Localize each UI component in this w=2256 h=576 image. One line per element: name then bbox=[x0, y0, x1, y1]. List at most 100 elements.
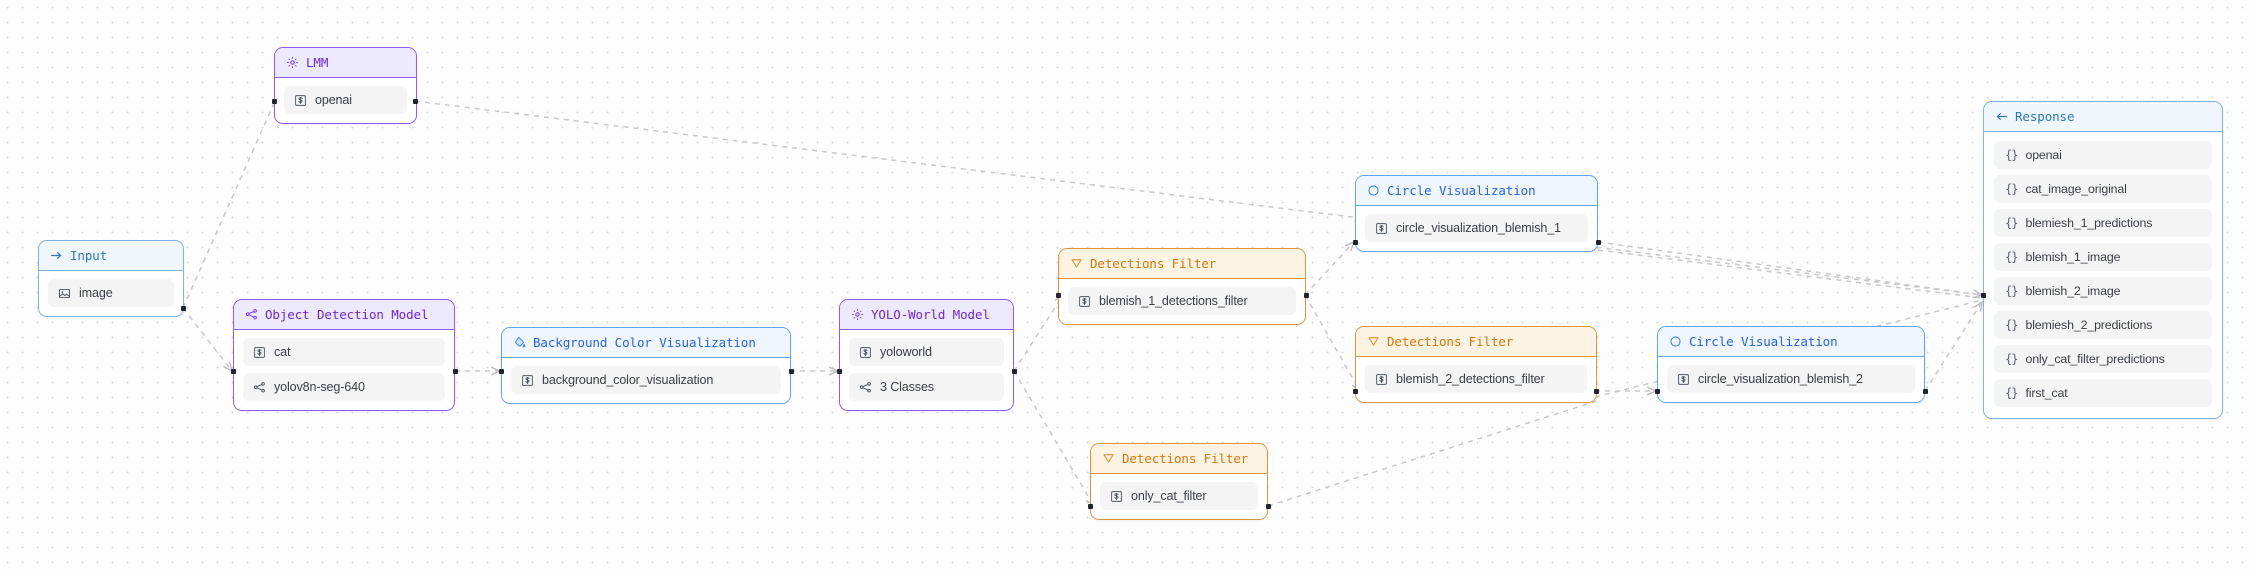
handle-response-in[interactable] bbox=[1981, 293, 1986, 298]
circle-icon bbox=[1669, 335, 1682, 348]
node-bgcolor-row-label: background_color_visualization bbox=[542, 373, 714, 387]
node-response-row[interactable]: {} cat_image_original bbox=[1994, 175, 2212, 203]
handle-odm-in[interactable] bbox=[231, 369, 236, 374]
node-response-header: Response bbox=[1984, 102, 2222, 132]
handle-lmm-in[interactable] bbox=[272, 99, 277, 104]
handle-circle1-out[interactable] bbox=[1596, 240, 1601, 245]
node-circle-visualization-1[interactable]: Circle Visualization circle_visualizatio… bbox=[1355, 175, 1598, 252]
node-yoloworld-row-model[interactable]: yoloworld bbox=[849, 338, 1004, 366]
dollar-box-icon bbox=[253, 346, 266, 359]
node-yoloworld-row-classes[interactable]: 3 Classes bbox=[849, 373, 1004, 401]
handle-odm-out[interactable] bbox=[453, 369, 458, 374]
arrow-right-icon bbox=[50, 249, 63, 262]
handle-circle2-out[interactable] bbox=[1923, 389, 1928, 394]
handle-filter3-in[interactable] bbox=[1088, 504, 1093, 509]
handle-yoloworld-out[interactable] bbox=[1012, 369, 1017, 374]
node-circle-visualization-2[interactable]: Circle Visualization circle_visualizatio… bbox=[1657, 326, 1925, 403]
braces-icon: {} bbox=[2005, 182, 2018, 196]
node-response-row-label: blemish_2_image bbox=[2025, 284, 2121, 298]
handle-input-out[interactable] bbox=[181, 306, 186, 311]
paint-bucket-icon bbox=[513, 336, 526, 349]
node-lmm[interactable]: LMM openai bbox=[274, 47, 417, 124]
edge-input-to-lmm bbox=[182, 100, 276, 309]
handle-lmm-out[interactable] bbox=[413, 99, 418, 104]
edge-filter1-to-circle1 bbox=[1304, 242, 1354, 296]
node-response-row-label: blemiesh_2_predictions bbox=[2025, 318, 2153, 332]
handle-circle1-in[interactable] bbox=[1353, 240, 1358, 245]
dollar-box-icon bbox=[1375, 373, 1388, 386]
node-circle1-body: circle_visualization_blemish_1 bbox=[1356, 206, 1597, 251]
node-detections-filter-3[interactable]: Detections Filter only_cat_filter bbox=[1090, 443, 1268, 520]
node-filter2-row[interactable]: blemish_2_detections_filter bbox=[1365, 365, 1587, 393]
node-bgcolor-title: Background Color Visualization bbox=[533, 335, 756, 350]
node-circle2-title: Circle Visualization bbox=[1689, 334, 1838, 349]
node-filter1-title: Detections Filter bbox=[1090, 256, 1217, 271]
node-response-row[interactable]: {} blemish_2_image bbox=[1994, 277, 2212, 305]
handle-circle2-in[interactable] bbox=[1655, 389, 1660, 394]
node-yoloworld-title: YOLO-World Model bbox=[871, 307, 990, 322]
node-input-row-image[interactable]: image bbox=[48, 279, 174, 307]
node-odm-header: Object Detection Model bbox=[234, 300, 454, 330]
funnel-icon bbox=[1367, 335, 1380, 348]
node-circle1-row[interactable]: circle_visualization_blemish_1 bbox=[1365, 214, 1588, 242]
node-response-row[interactable]: {} only_cat_filter_predictions bbox=[1994, 345, 2212, 373]
handle-bgcolor-in[interactable] bbox=[499, 369, 504, 374]
handle-filter1-in[interactable] bbox=[1056, 293, 1061, 298]
node-response-row[interactable]: {} blemiesh_2_predictions bbox=[1994, 311, 2212, 339]
node-input-title: Input bbox=[70, 248, 108, 263]
node-detections-filter-1[interactable]: Detections Filter blemish_1_detections_f… bbox=[1058, 248, 1306, 325]
node-response-title: Response bbox=[2015, 109, 2075, 124]
braces-icon: {} bbox=[2005, 250, 2018, 264]
node-input[interactable]: Input image bbox=[38, 240, 184, 317]
graph-nodes-icon bbox=[245, 308, 258, 321]
node-filter1-body: blemish_1_detections_filter bbox=[1059, 279, 1305, 324]
handle-yoloworld-in[interactable] bbox=[837, 369, 842, 374]
node-odm-row-model[interactable]: yolov8n-seg-640 bbox=[243, 373, 445, 401]
node-odm-body: cat yolov8n-seg-640 bbox=[234, 330, 454, 410]
handle-filter2-out[interactable] bbox=[1594, 389, 1599, 394]
node-lmm-header: LMM bbox=[275, 48, 416, 78]
node-circle2-row[interactable]: circle_visualization_blemish_2 bbox=[1667, 365, 1915, 393]
handle-filter2-in[interactable] bbox=[1353, 389, 1358, 394]
graph-nodes-icon bbox=[859, 381, 872, 394]
node-response-row-label: blemish_1_image bbox=[2025, 250, 2121, 264]
dollar-box-icon bbox=[1078, 295, 1091, 308]
handle-bgcolor-out[interactable] bbox=[789, 369, 794, 374]
node-yoloworld-header: YOLO-World Model bbox=[840, 300, 1013, 330]
handle-filter1-out[interactable] bbox=[1304, 293, 1309, 298]
node-input-header: Input bbox=[39, 241, 183, 271]
funnel-icon bbox=[1102, 452, 1115, 465]
dollar-box-icon bbox=[859, 346, 872, 359]
node-circle1-row-label: circle_visualization_blemish_1 bbox=[1396, 221, 1561, 235]
node-response-row[interactable]: {} blemish_1_image bbox=[1994, 243, 2212, 271]
node-response-row[interactable]: {} blemiesh_1_predictions bbox=[1994, 209, 2212, 237]
node-response-row[interactable]: {} first_cat bbox=[1994, 379, 2212, 407]
node-lmm-title: LMM bbox=[306, 55, 329, 70]
node-detections-filter-2[interactable]: Detections Filter blemish_2_detections_f… bbox=[1355, 326, 1597, 403]
node-filter3-header: Detections Filter bbox=[1091, 444, 1267, 474]
braces-icon: {} bbox=[2005, 386, 2018, 400]
node-yoloworld-body: yoloworld 3 Classes bbox=[840, 330, 1013, 410]
handle-filter3-out[interactable] bbox=[1266, 504, 1271, 509]
node-odm-row-label: yolov8n-seg-640 bbox=[274, 380, 365, 394]
node-yoloworld-row-label: 3 Classes bbox=[880, 380, 934, 394]
node-odm-row-cat[interactable]: cat bbox=[243, 338, 445, 366]
node-bgcolor-body: background_color_visualization bbox=[502, 358, 790, 403]
node-object-detection-model[interactable]: Object Detection Model cat yolov8n-seg-6… bbox=[233, 299, 455, 411]
node-response-row[interactable]: {} openai bbox=[1994, 141, 2212, 169]
node-bgcolor-row[interactable]: background_color_visualization bbox=[511, 366, 781, 394]
node-input-row-label: image bbox=[79, 286, 113, 300]
node-odm-title: Object Detection Model bbox=[265, 307, 429, 322]
node-lmm-row-openai[interactable]: openai bbox=[284, 86, 407, 114]
edge-yoloworld-to-filter3 bbox=[1013, 370, 1094, 506]
node-filter1-row[interactable]: blemish_1_detections_filter bbox=[1068, 287, 1296, 315]
node-filter3-body: only_cat_filter bbox=[1091, 474, 1267, 519]
dollar-box-icon bbox=[521, 374, 534, 387]
circle-icon bbox=[1367, 184, 1380, 197]
node-response[interactable]: Response {} openai {} cat_image_original… bbox=[1983, 101, 2223, 419]
edge-input-to-object-detection bbox=[182, 307, 232, 371]
node-filter3-row[interactable]: only_cat_filter bbox=[1100, 482, 1258, 510]
node-background-color-visualization[interactable]: Background Color Visualization backgroun… bbox=[501, 327, 791, 404]
node-yolo-world-model[interactable]: YOLO-World Model yoloworld 3 Classes bbox=[839, 299, 1014, 411]
